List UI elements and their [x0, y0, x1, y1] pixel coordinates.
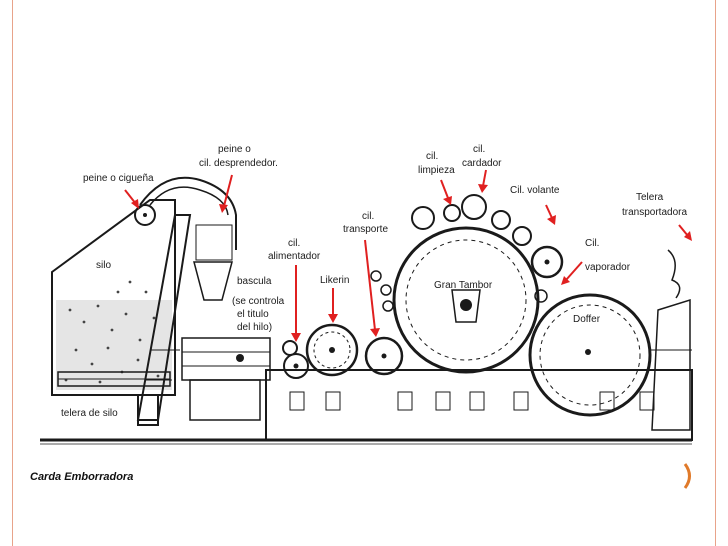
- left-border-line: [12, 0, 13, 546]
- label-peine-cigueña: peine o cigueña: [83, 173, 154, 184]
- feed-rollers: [282, 340, 309, 379]
- machine-frame: [265, 369, 693, 441]
- label-cil-alimentador-1: cil.: [288, 238, 300, 249]
- label-cil-transporte-1: cil.: [362, 211, 374, 222]
- doffer-roller: [528, 293, 652, 417]
- label-cil-cardador-1: cil.: [473, 144, 485, 155]
- cil-volante-roller: [530, 245, 564, 303]
- silo-body: [51, 199, 176, 396]
- label-cil-vaporador-1: Cil.: [585, 238, 599, 249]
- diagram-caption: Carda Emborradora: [30, 471, 133, 483]
- top-rollers: [411, 194, 532, 246]
- gran-tambor: [392, 226, 540, 374]
- label-likerin: Likerin: [320, 275, 349, 286]
- label-cil-limpieza-2: limpieza: [418, 165, 455, 176]
- lattice-frame: [136, 214, 192, 426]
- label-gran-tambor: Gran Tambor: [434, 280, 493, 291]
- label-cil-transporte-2: transporte: [343, 224, 388, 235]
- label-peine-o: peine o: [218, 144, 251, 155]
- right-border-line: [715, 0, 716, 546]
- lower-mechanism: [181, 337, 271, 421]
- delivery-structure: [650, 249, 692, 431]
- label-titulo-2: el titulo: [237, 309, 269, 320]
- label-bascula: bascula: [237, 276, 272, 287]
- label-telera-silo: telera de silo: [61, 408, 118, 419]
- annotation-arrows: [124, 169, 692, 342]
- likerin-roller: [305, 323, 359, 377]
- slide-ornament-icon: [683, 463, 691, 489]
- label-cil-vaporador-2: vaporador: [585, 262, 631, 273]
- label-doffer: Doffer: [573, 314, 601, 325]
- label-telera-1: Telera: [636, 192, 664, 203]
- label-titulo-1: (se controla: [232, 296, 285, 307]
- label-cil-cardador-2: cardador: [462, 158, 502, 169]
- label-silo: silo: [96, 260, 111, 271]
- label-telera-2: transportadora: [622, 207, 687, 218]
- label-cil-alimentador-2: alimentador: [268, 251, 321, 262]
- transport-roller: [364, 270, 404, 376]
- label-titulo-3: del hilo): [237, 322, 272, 333]
- label-cil-desprendedor: cil. desprendedor.: [199, 158, 278, 169]
- label-cil-volante: Cil. volante: [510, 185, 560, 196]
- label-cil-limpieza-1: cil.: [426, 151, 438, 162]
